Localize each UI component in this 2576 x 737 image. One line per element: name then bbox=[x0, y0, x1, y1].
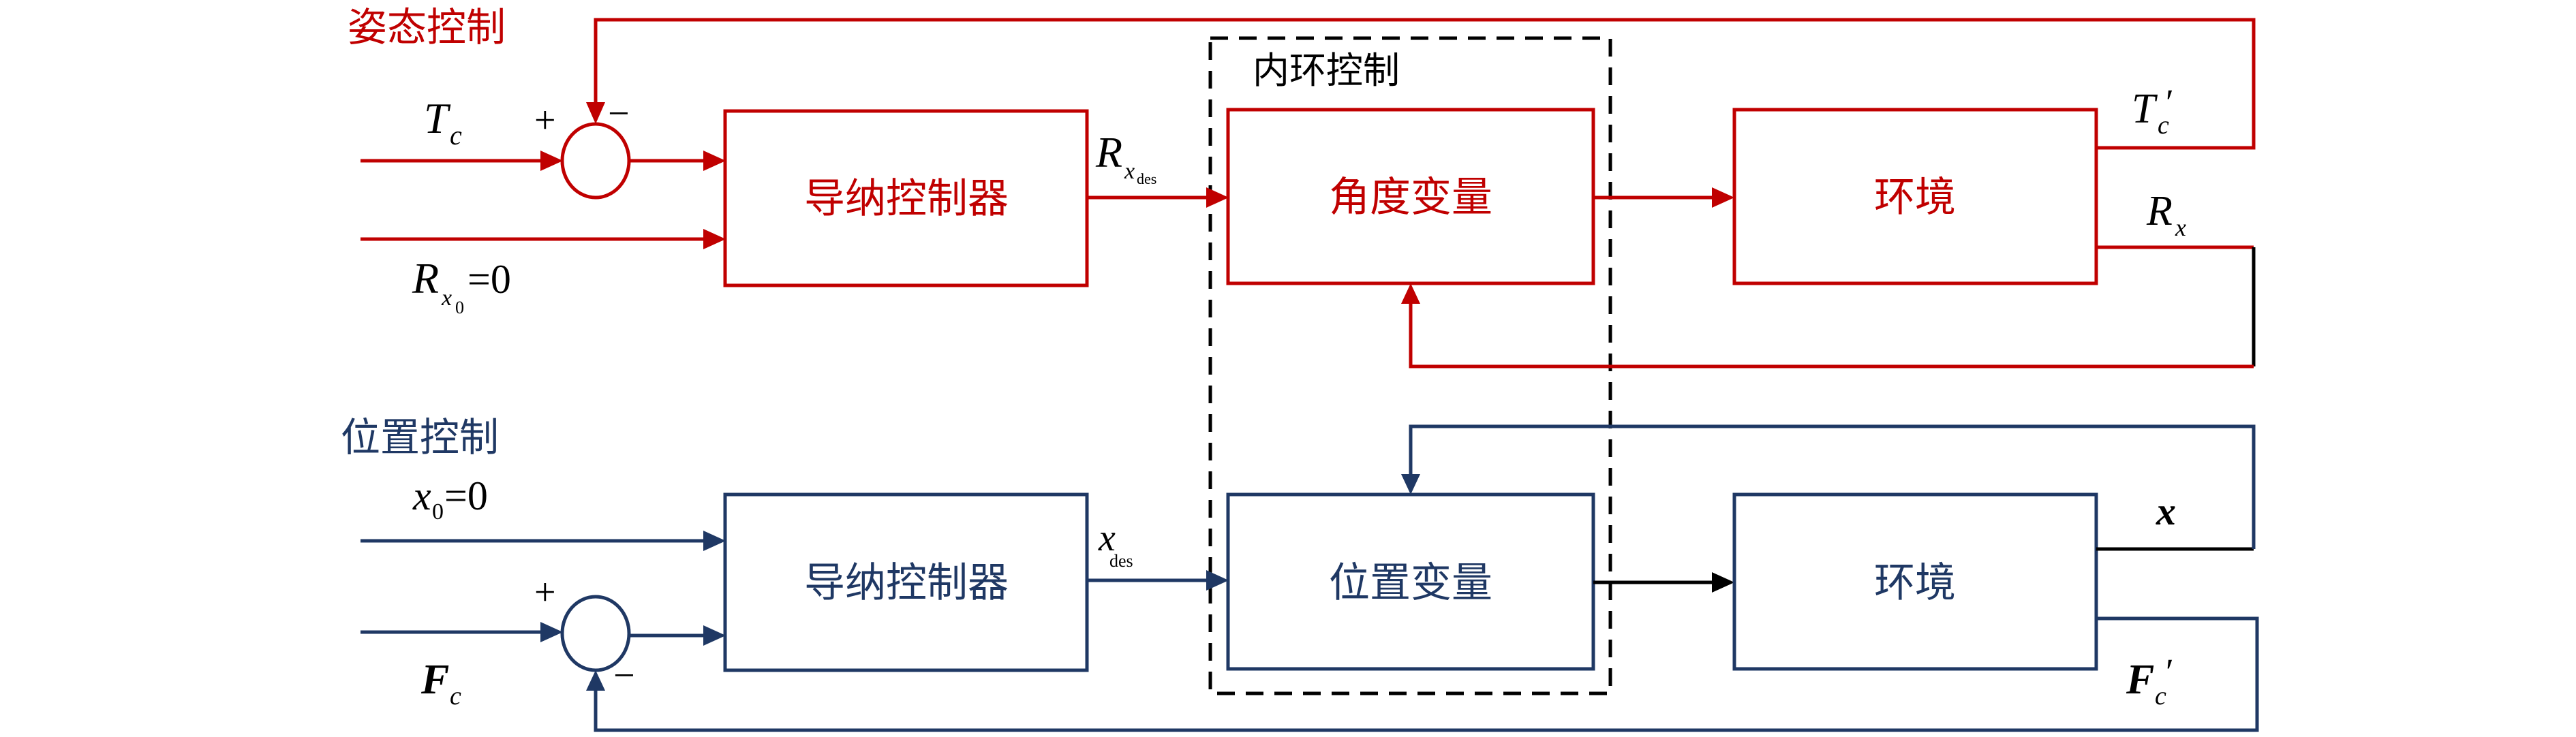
svg-text:′: ′ bbox=[2166, 82, 2174, 123]
attitude-sum-plus: + bbox=[534, 99, 556, 142]
svg-text:x: x bbox=[441, 285, 452, 311]
attitude-admittance-controller-label: 导纳控制器 bbox=[804, 175, 1009, 223]
position-force-feedback-line bbox=[594, 616, 2259, 732]
svg-text:T: T bbox=[424, 94, 451, 142]
svg-text:=0: =0 bbox=[444, 473, 488, 518]
arrow-head-icon bbox=[1712, 187, 1734, 208]
position-force-input-label: F c bbox=[420, 657, 461, 710]
arrow-head-icon bbox=[703, 151, 726, 171]
attitude-inner-feedback-line bbox=[1409, 300, 2254, 368]
svg-text:T: T bbox=[2132, 86, 2158, 132]
attitude-sum-minus: − bbox=[608, 93, 630, 135]
svg-text:c: c bbox=[450, 682, 461, 710]
arrow-head-icon bbox=[703, 625, 726, 646]
svg-text:0: 0 bbox=[455, 298, 464, 317]
svg-text:x: x bbox=[412, 473, 431, 518]
svg-text:R: R bbox=[2146, 188, 2173, 234]
position-inner-feedback-line bbox=[1409, 424, 2256, 549]
svg-text:0: 0 bbox=[432, 499, 444, 524]
position-desired-label: x des bbox=[1098, 517, 1133, 571]
arrow-head-icon bbox=[586, 102, 605, 124]
position-output-label: x bbox=[2156, 489, 2176, 533]
attitude-feedback-torque-label: T c ′ bbox=[2132, 82, 2174, 140]
position-ref-input-label: x 0 =0 bbox=[412, 473, 488, 524]
position-environment-label: 环境 bbox=[1874, 559, 1956, 607]
position-admittance-controller-label: 导纳控制器 bbox=[804, 559, 1009, 607]
position-admittance-controller-block bbox=[723, 492, 1089, 672]
position-sum-minus: − bbox=[613, 655, 635, 697]
attitude-section-title: 姿态控制 bbox=[348, 4, 506, 50]
arrow-head-icon bbox=[1401, 283, 1420, 304]
svg-text:F: F bbox=[420, 657, 449, 703]
attitude-desired-label: R x des bbox=[1095, 128, 1156, 187]
position-variable-label: 位置变量 bbox=[1329, 559, 1492, 607]
arrow-head-icon bbox=[703, 229, 726, 249]
svg-text:′: ′ bbox=[2166, 651, 2174, 692]
svg-text:x: x bbox=[2156, 489, 2176, 533]
attitude-environment-label: 环境 bbox=[1874, 174, 1956, 221]
attitude-admittance-controller-block bbox=[723, 109, 1089, 287]
attitude-rotation-output-label: R x bbox=[2146, 188, 2186, 241]
svg-text:c: c bbox=[450, 120, 462, 151]
arrow-head-icon bbox=[1401, 474, 1420, 495]
position-sum-plus: + bbox=[534, 571, 556, 614]
position-feedback-force-label: F c ′ bbox=[2126, 651, 2174, 710]
attitude-torque-feedback-line bbox=[592, 18, 2256, 150]
svg-text:c: c bbox=[2158, 111, 2169, 140]
svg-text:R: R bbox=[412, 254, 439, 302]
attitude-ref-input-label: R x 0 =0 bbox=[412, 254, 511, 317]
arrow-head-icon bbox=[1712, 572, 1734, 593]
svg-text:c: c bbox=[2155, 682, 2166, 710]
svg-text:x: x bbox=[1124, 159, 1135, 184]
attitude-environment-block bbox=[1732, 108, 2098, 285]
position-section-title: 位置控制 bbox=[341, 414, 499, 460]
arrow-head-icon bbox=[586, 670, 605, 691]
arrow-head-icon bbox=[540, 151, 563, 171]
arrow-head-icon bbox=[540, 622, 563, 642]
svg-text:x: x bbox=[1098, 517, 1116, 559]
attitude-summing-junction bbox=[560, 122, 631, 200]
position-environment-block bbox=[1732, 492, 2098, 671]
arrow-head-icon bbox=[703, 531, 726, 551]
svg-text:des: des bbox=[1137, 170, 1156, 187]
arrow-head-icon bbox=[1206, 187, 1229, 208]
svg-text:des: des bbox=[1109, 551, 1133, 571]
svg-text:x: x bbox=[2175, 214, 2186, 241]
angle-variable-label: 角度变量 bbox=[1329, 174, 1492, 221]
inner-loop-title: 内环控制 bbox=[1253, 49, 1400, 92]
svg-text:F: F bbox=[2126, 657, 2154, 703]
arrow-head-icon bbox=[1206, 570, 1229, 591]
svg-text:=0: =0 bbox=[467, 257, 511, 302]
svg-text:R: R bbox=[1095, 128, 1122, 176]
position-variable-block bbox=[1226, 492, 1595, 671]
attitude-torque-input-label: T c bbox=[424, 94, 462, 151]
